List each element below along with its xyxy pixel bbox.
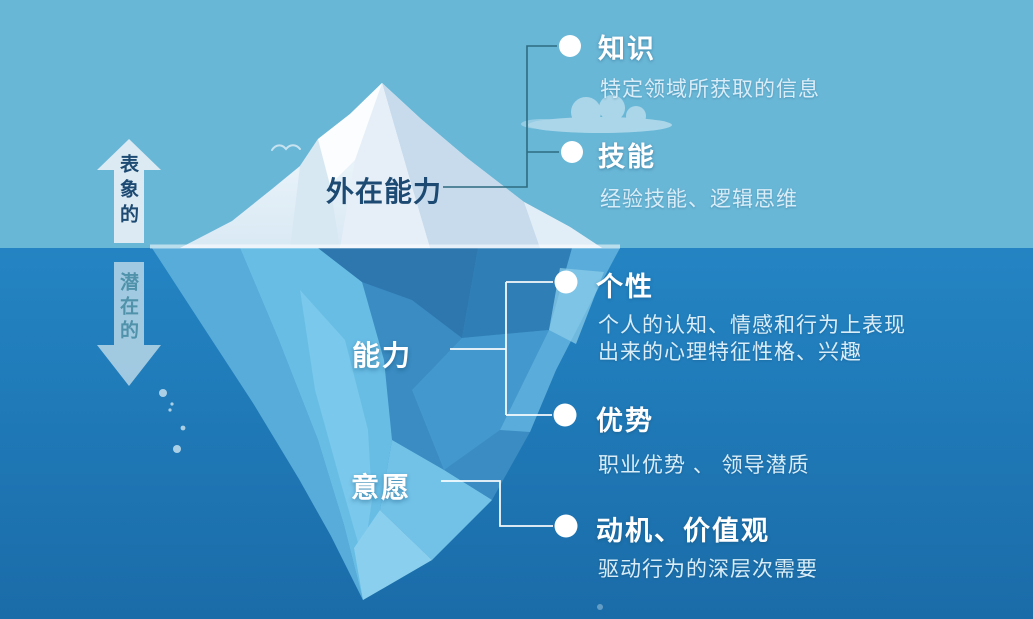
connector-surface <box>443 45 559 188</box>
splash-bubbles <box>159 389 603 610</box>
iceberg-above-water <box>150 83 620 249</box>
down-arrow-icon <box>97 262 161 386</box>
connector-ability <box>450 281 553 416</box>
cloud-icon <box>521 95 672 133</box>
item-title: 优势 <box>596 406 654 436</box>
item-title: 技能 <box>598 142 656 172</box>
iceberg-underwater <box>152 248 620 600</box>
surface-ability-label: 外在能力 <box>326 176 443 207</box>
item-desc: 职业优势 、 领导潜质 <box>598 454 810 477</box>
bullet-icon <box>554 514 578 538</box>
item-title: 个性 <box>596 272 654 302</box>
bullet-icon <box>561 141 583 163</box>
surface-axis-label: 表象的 <box>117 154 138 229</box>
connector-willingness <box>441 480 553 527</box>
bullet-icon <box>553 403 577 427</box>
item-title: 动机、价值观 <box>596 516 770 546</box>
ability-label: 能力 <box>352 340 413 371</box>
item-title: 知识 <box>598 34 656 64</box>
item-desc: 个人的认知、情感和行为上表现 出来的心理特征性格、兴趣 <box>598 314 906 364</box>
waterline <box>150 244 620 249</box>
latent-axis-label: 潜在的 <box>117 272 138 344</box>
bullet-icon <box>559 35 581 57</box>
bullet-icon <box>554 270 578 294</box>
willingness-label: 意愿 <box>351 472 412 503</box>
bird-icon <box>271 144 301 151</box>
up-arrow-icon <box>97 139 161 243</box>
item-desc: 驱动行为的深层次需要 <box>598 558 818 581</box>
item-desc: 经验技能、逻辑思维 <box>600 188 798 211</box>
item-desc: 特定领域所获取的信息 <box>600 78 820 101</box>
